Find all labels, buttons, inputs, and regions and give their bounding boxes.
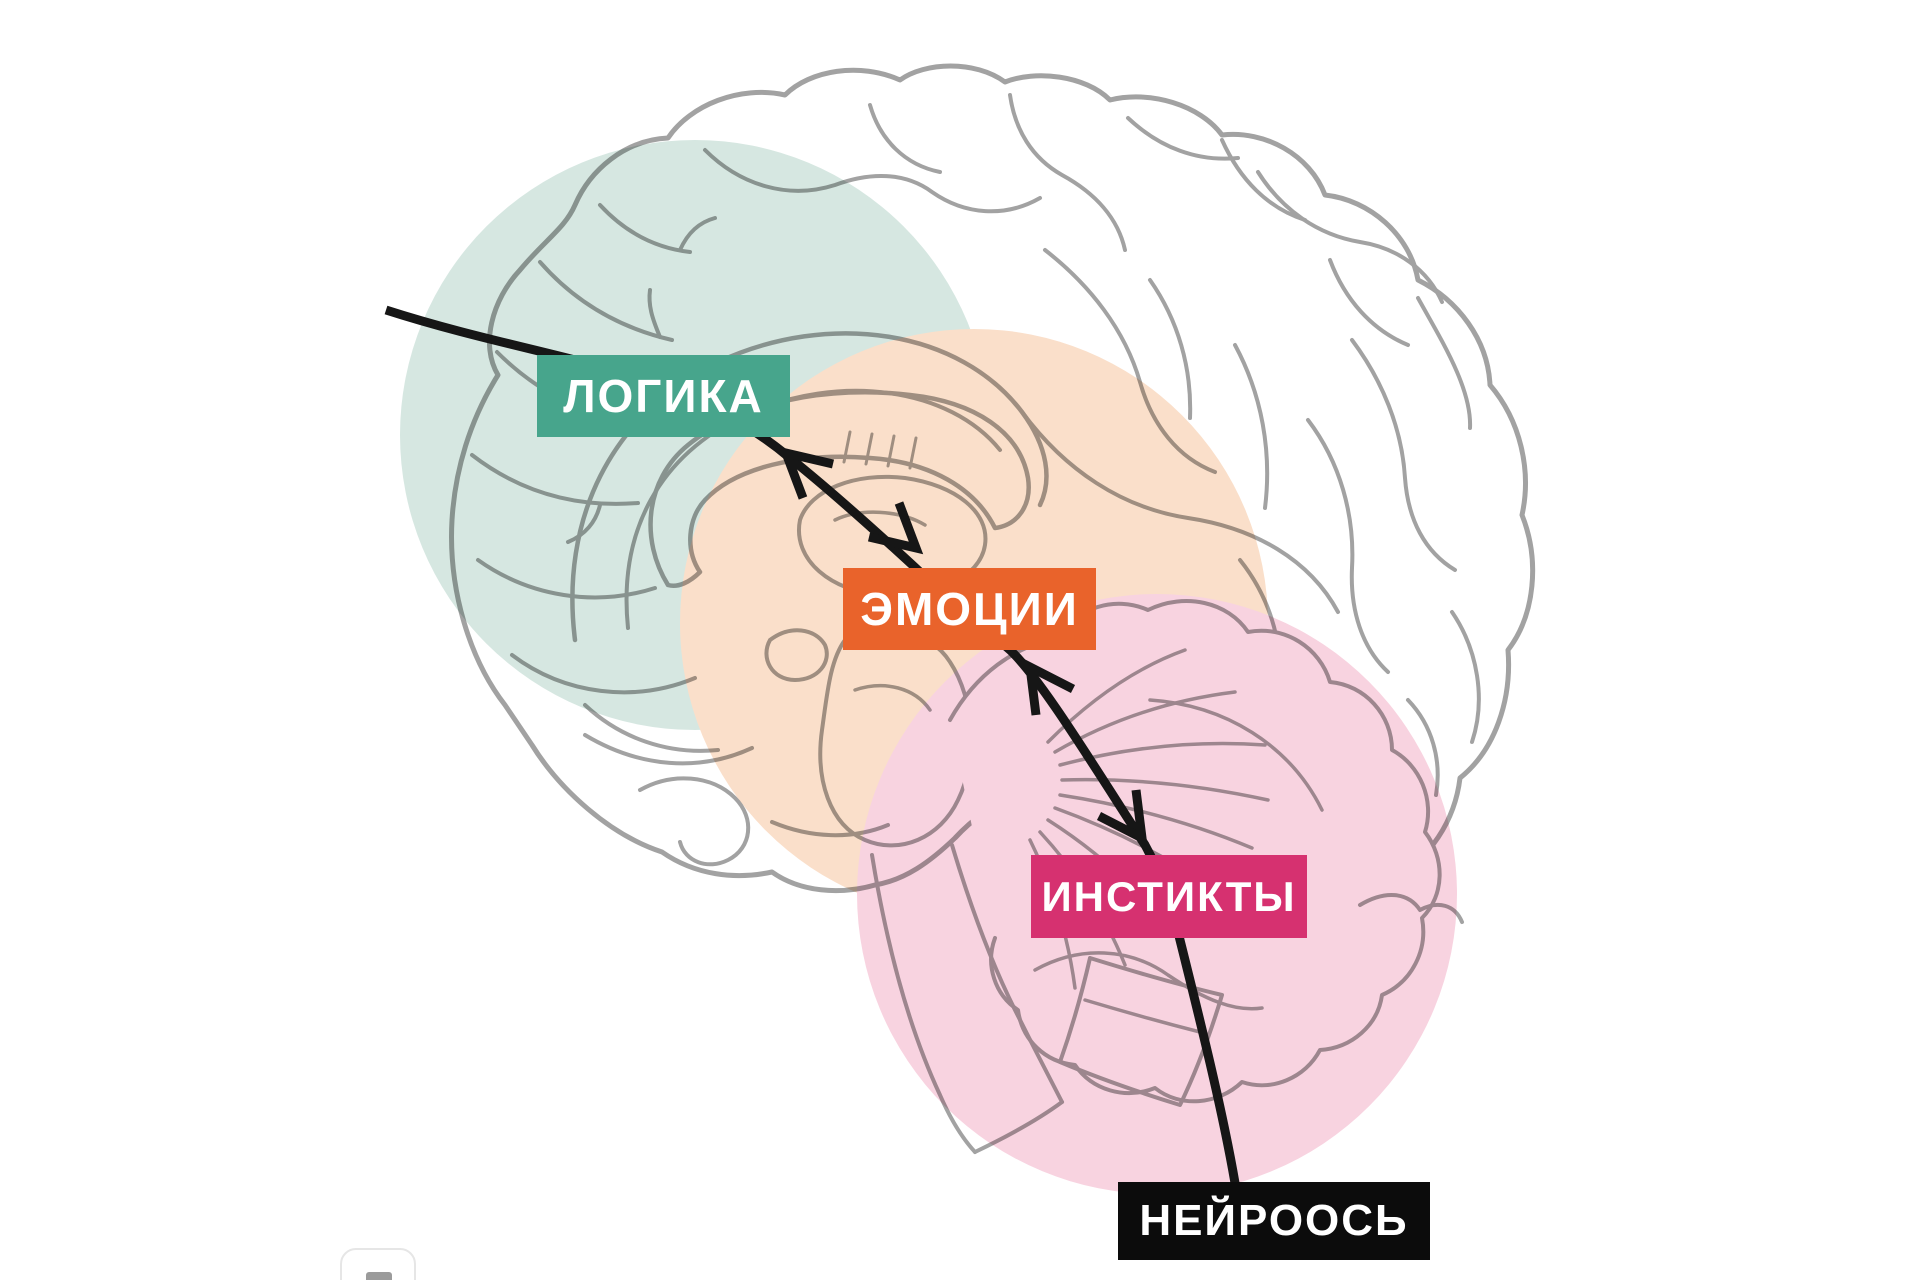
- label-logic: ЛОГИКА: [537, 355, 790, 437]
- label-instincts: ИНСТИКТЫ: [1031, 855, 1307, 938]
- label-neuroaxis: НЕЙРООСЬ: [1118, 1182, 1430, 1260]
- arrowhead-to-logic: [778, 446, 835, 500]
- arrowhead-to-emotions-up: [1024, 659, 1076, 716]
- arrowhead-to-emotions: [867, 501, 924, 555]
- square-icon: [366, 1272, 392, 1280]
- bottom-edge-button[interactable]: [340, 1248, 416, 1280]
- label-emotions: ЭМОЦИИ: [843, 568, 1096, 650]
- arrowhead-to-instincts: [1096, 789, 1148, 846]
